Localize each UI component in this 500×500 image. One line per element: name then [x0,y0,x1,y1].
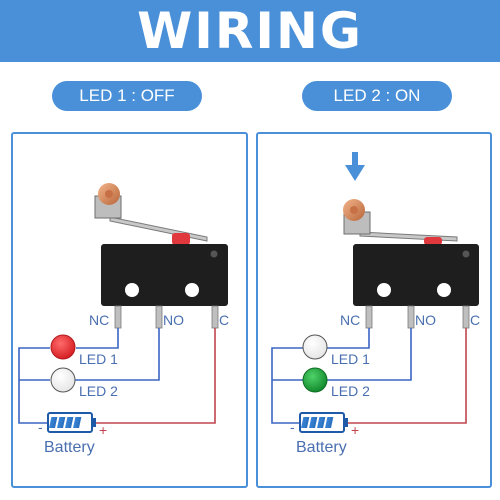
left-battery-label: Battery [44,439,95,456]
right-led-2 [302,367,328,393]
right-led-1 [302,334,328,360]
left-led-2-label: LED 2 [79,383,118,399]
right-battery-minus: - [290,419,295,435]
right-arrow [345,152,365,181]
left-led-1-label: LED 1 [79,351,118,367]
right-led-2-label: LED 2 [331,383,370,399]
left-panel-heading: LED 1 : OFF [52,81,202,111]
left-led-2 [50,367,76,393]
right-wires [271,328,467,424]
right-lever [359,231,458,242]
right-terminal-nc: NC [340,312,360,328]
left-switch-body [101,244,228,306]
arrow-down-icon [345,165,365,181]
right-terminal-no: NO [415,312,436,328]
right-battery-plus: + [351,422,359,438]
right-terminal-c: C [470,312,480,328]
left-battery [47,412,96,433]
left-switch [94,183,228,329]
left-terminal-no: NO [163,312,184,328]
banner-title: WIRING [137,2,363,60]
right-plunger [424,237,442,245]
left-wires [18,328,216,424]
left-lever [109,216,208,242]
left-led-1 [50,334,76,360]
wiring-banner: WIRING [0,0,500,62]
right-switch [343,199,479,329]
left-terminal-c: C [219,312,229,328]
left-plunger [172,233,190,245]
right-panel [256,132,492,488]
left-battery-plus: + [99,422,107,438]
right-led-1-label: LED 1 [331,351,370,367]
right-panel-heading: LED 2 : ON [302,81,452,111]
right-battery-label: Battery [296,439,347,456]
left-battery-minus: - [38,419,43,435]
right-switch-body [353,244,479,306]
left-panel [11,132,248,488]
left-terminal-nc: NC [89,312,109,328]
right-battery [299,412,348,433]
